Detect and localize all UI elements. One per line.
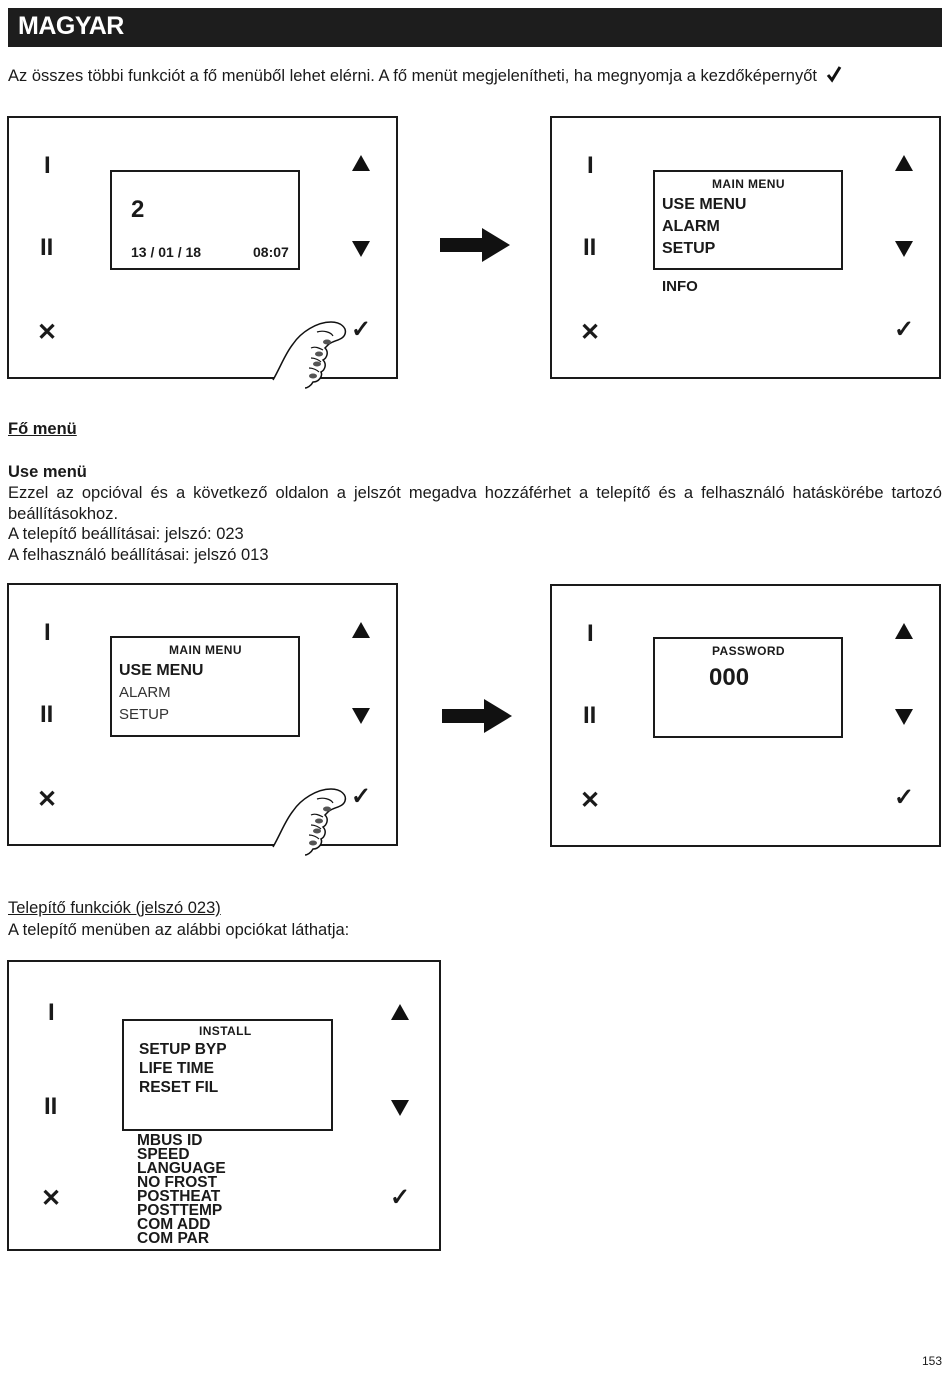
down-arrow-button[interactable] bbox=[352, 708, 370, 724]
button-one[interactable]: I bbox=[44, 621, 51, 645]
menu-item-com-par[interactable]: COM PAR bbox=[137, 1232, 209, 1246]
menu-item-use-menu[interactable]: USE MENU bbox=[119, 662, 203, 680]
user-password-line: A felhasználó beállításai: jelszó 013 bbox=[8, 545, 269, 566]
ok-button[interactable]: ✓ bbox=[894, 318, 914, 342]
page-number: 153 bbox=[922, 1354, 942, 1368]
hand-pointer-icon bbox=[271, 318, 351, 390]
display-screen: 2 13 / 01 / 18 08:07 bbox=[110, 170, 300, 270]
ok-button[interactable]: ✓ bbox=[894, 786, 914, 810]
menu-item-setup[interactable]: SETUP bbox=[662, 240, 715, 258]
up-arrow-button[interactable] bbox=[352, 622, 370, 638]
up-arrow-button[interactable] bbox=[352, 155, 370, 171]
password-value[interactable]: 000 bbox=[709, 664, 749, 692]
ok-button[interactable]: ✓ bbox=[351, 785, 371, 809]
menu-item-alarm[interactable]: ALARM bbox=[662, 218, 720, 236]
button-one[interactable]: I bbox=[48, 1001, 55, 1025]
down-arrow-button[interactable] bbox=[352, 241, 370, 257]
installer-password-line: A telepítő beállításai: jelszó: 023 bbox=[8, 524, 244, 545]
button-one[interactable]: I bbox=[587, 622, 594, 646]
button-two[interactable]: II bbox=[44, 1095, 57, 1119]
button-two[interactable]: II bbox=[583, 236, 596, 260]
cancel-button[interactable]: ✕ bbox=[37, 321, 57, 345]
screen-heading: PASSWORD bbox=[712, 644, 785, 658]
display-screen: INSTALL SETUP BYP LIFE TIME RESET FIL bbox=[122, 1019, 333, 1131]
arrow-right-icon bbox=[442, 697, 514, 735]
intro-text: Az összes többi funkciót a fő menüből le… bbox=[8, 67, 817, 85]
down-arrow-button[interactable] bbox=[895, 709, 913, 725]
ok-button[interactable]: ✓ bbox=[390, 1186, 410, 1210]
menu-item-reset-fil[interactable]: RESET FIL bbox=[139, 1079, 218, 1097]
screen-time: 08:07 bbox=[253, 244, 289, 260]
menu-item-setup-byp[interactable]: SETUP BYP bbox=[139, 1041, 227, 1059]
hand-pointer-icon bbox=[271, 785, 351, 857]
language-header-bar bbox=[8, 8, 942, 47]
down-arrow-button[interactable] bbox=[895, 241, 913, 257]
check-icon bbox=[826, 65, 842, 83]
control-panel-install: I II ✕ ✓ INSTALL SETUP BYP LIFE TIME RES… bbox=[7, 960, 441, 1251]
installer-description: A telepítő menüben az alábbi opciókat lá… bbox=[8, 920, 349, 941]
use-menu-description: Ezzel az opcióval és a következő oldalon… bbox=[8, 483, 942, 524]
subsection-title-use-menu: Use menü bbox=[8, 462, 87, 483]
cancel-button[interactable]: ✕ bbox=[580, 789, 600, 813]
screen-heading: MAIN MENU bbox=[712, 177, 785, 191]
down-arrow-button[interactable] bbox=[391, 1100, 409, 1116]
display-screen: MAIN MENU USE MENU ALARM SETUP bbox=[110, 636, 300, 737]
up-arrow-button[interactable] bbox=[895, 623, 913, 639]
up-arrow-button[interactable] bbox=[391, 1004, 409, 1020]
control-panel-password: I II ✕ ✓ PASSWORD 000 bbox=[550, 584, 941, 847]
arrow-right-icon bbox=[440, 226, 512, 264]
intro-paragraph: Az összes többi funkciót a fő menüből le… bbox=[8, 65, 942, 87]
button-two[interactable]: II bbox=[40, 703, 53, 727]
menu-item-alarm[interactable]: ALARM bbox=[119, 684, 171, 701]
screen-number: 2 bbox=[131, 196, 144, 224]
screen-heading: MAIN MENU bbox=[169, 643, 242, 657]
ok-button[interactable]: ✓ bbox=[351, 318, 371, 342]
control-panel-home: I II ✕ ✓ 2 13 / 01 / 18 08:07 bbox=[7, 116, 398, 379]
control-panel-main-menu: I II ✕ ✓ MAIN MENU USE MENU ALARM SETUP … bbox=[550, 116, 941, 379]
menu-item-use-menu[interactable]: USE MENU bbox=[662, 196, 746, 214]
button-one[interactable]: I bbox=[44, 154, 51, 178]
menu-item-life-time[interactable]: LIFE TIME bbox=[139, 1060, 214, 1078]
section-title-main-menu: Fő menü bbox=[8, 420, 77, 439]
section-title-installer: Telepítő funkciók (jelszó 023) bbox=[8, 899, 221, 918]
cancel-button[interactable]: ✕ bbox=[41, 1187, 61, 1211]
display-screen: MAIN MENU USE MENU ALARM SETUP bbox=[653, 170, 843, 270]
control-panel-main-menu-select: I II ✕ ✓ MAIN MENU USE MENU ALARM SETUP bbox=[7, 583, 398, 846]
menu-item-setup[interactable]: SETUP bbox=[119, 706, 169, 723]
cancel-button[interactable]: ✕ bbox=[580, 321, 600, 345]
screen-heading: INSTALL bbox=[199, 1024, 252, 1038]
button-two[interactable]: II bbox=[583, 704, 596, 728]
button-one[interactable]: I bbox=[587, 154, 594, 178]
display-screen: PASSWORD 000 bbox=[653, 637, 843, 738]
language-title: MAGYAR bbox=[18, 12, 124, 41]
up-arrow-button[interactable] bbox=[895, 155, 913, 171]
button-two[interactable]: II bbox=[40, 236, 53, 260]
menu-item-info[interactable]: INFO bbox=[662, 278, 698, 295]
cancel-button[interactable]: ✕ bbox=[37, 788, 57, 812]
screen-date: 13 / 01 / 18 bbox=[131, 244, 201, 260]
